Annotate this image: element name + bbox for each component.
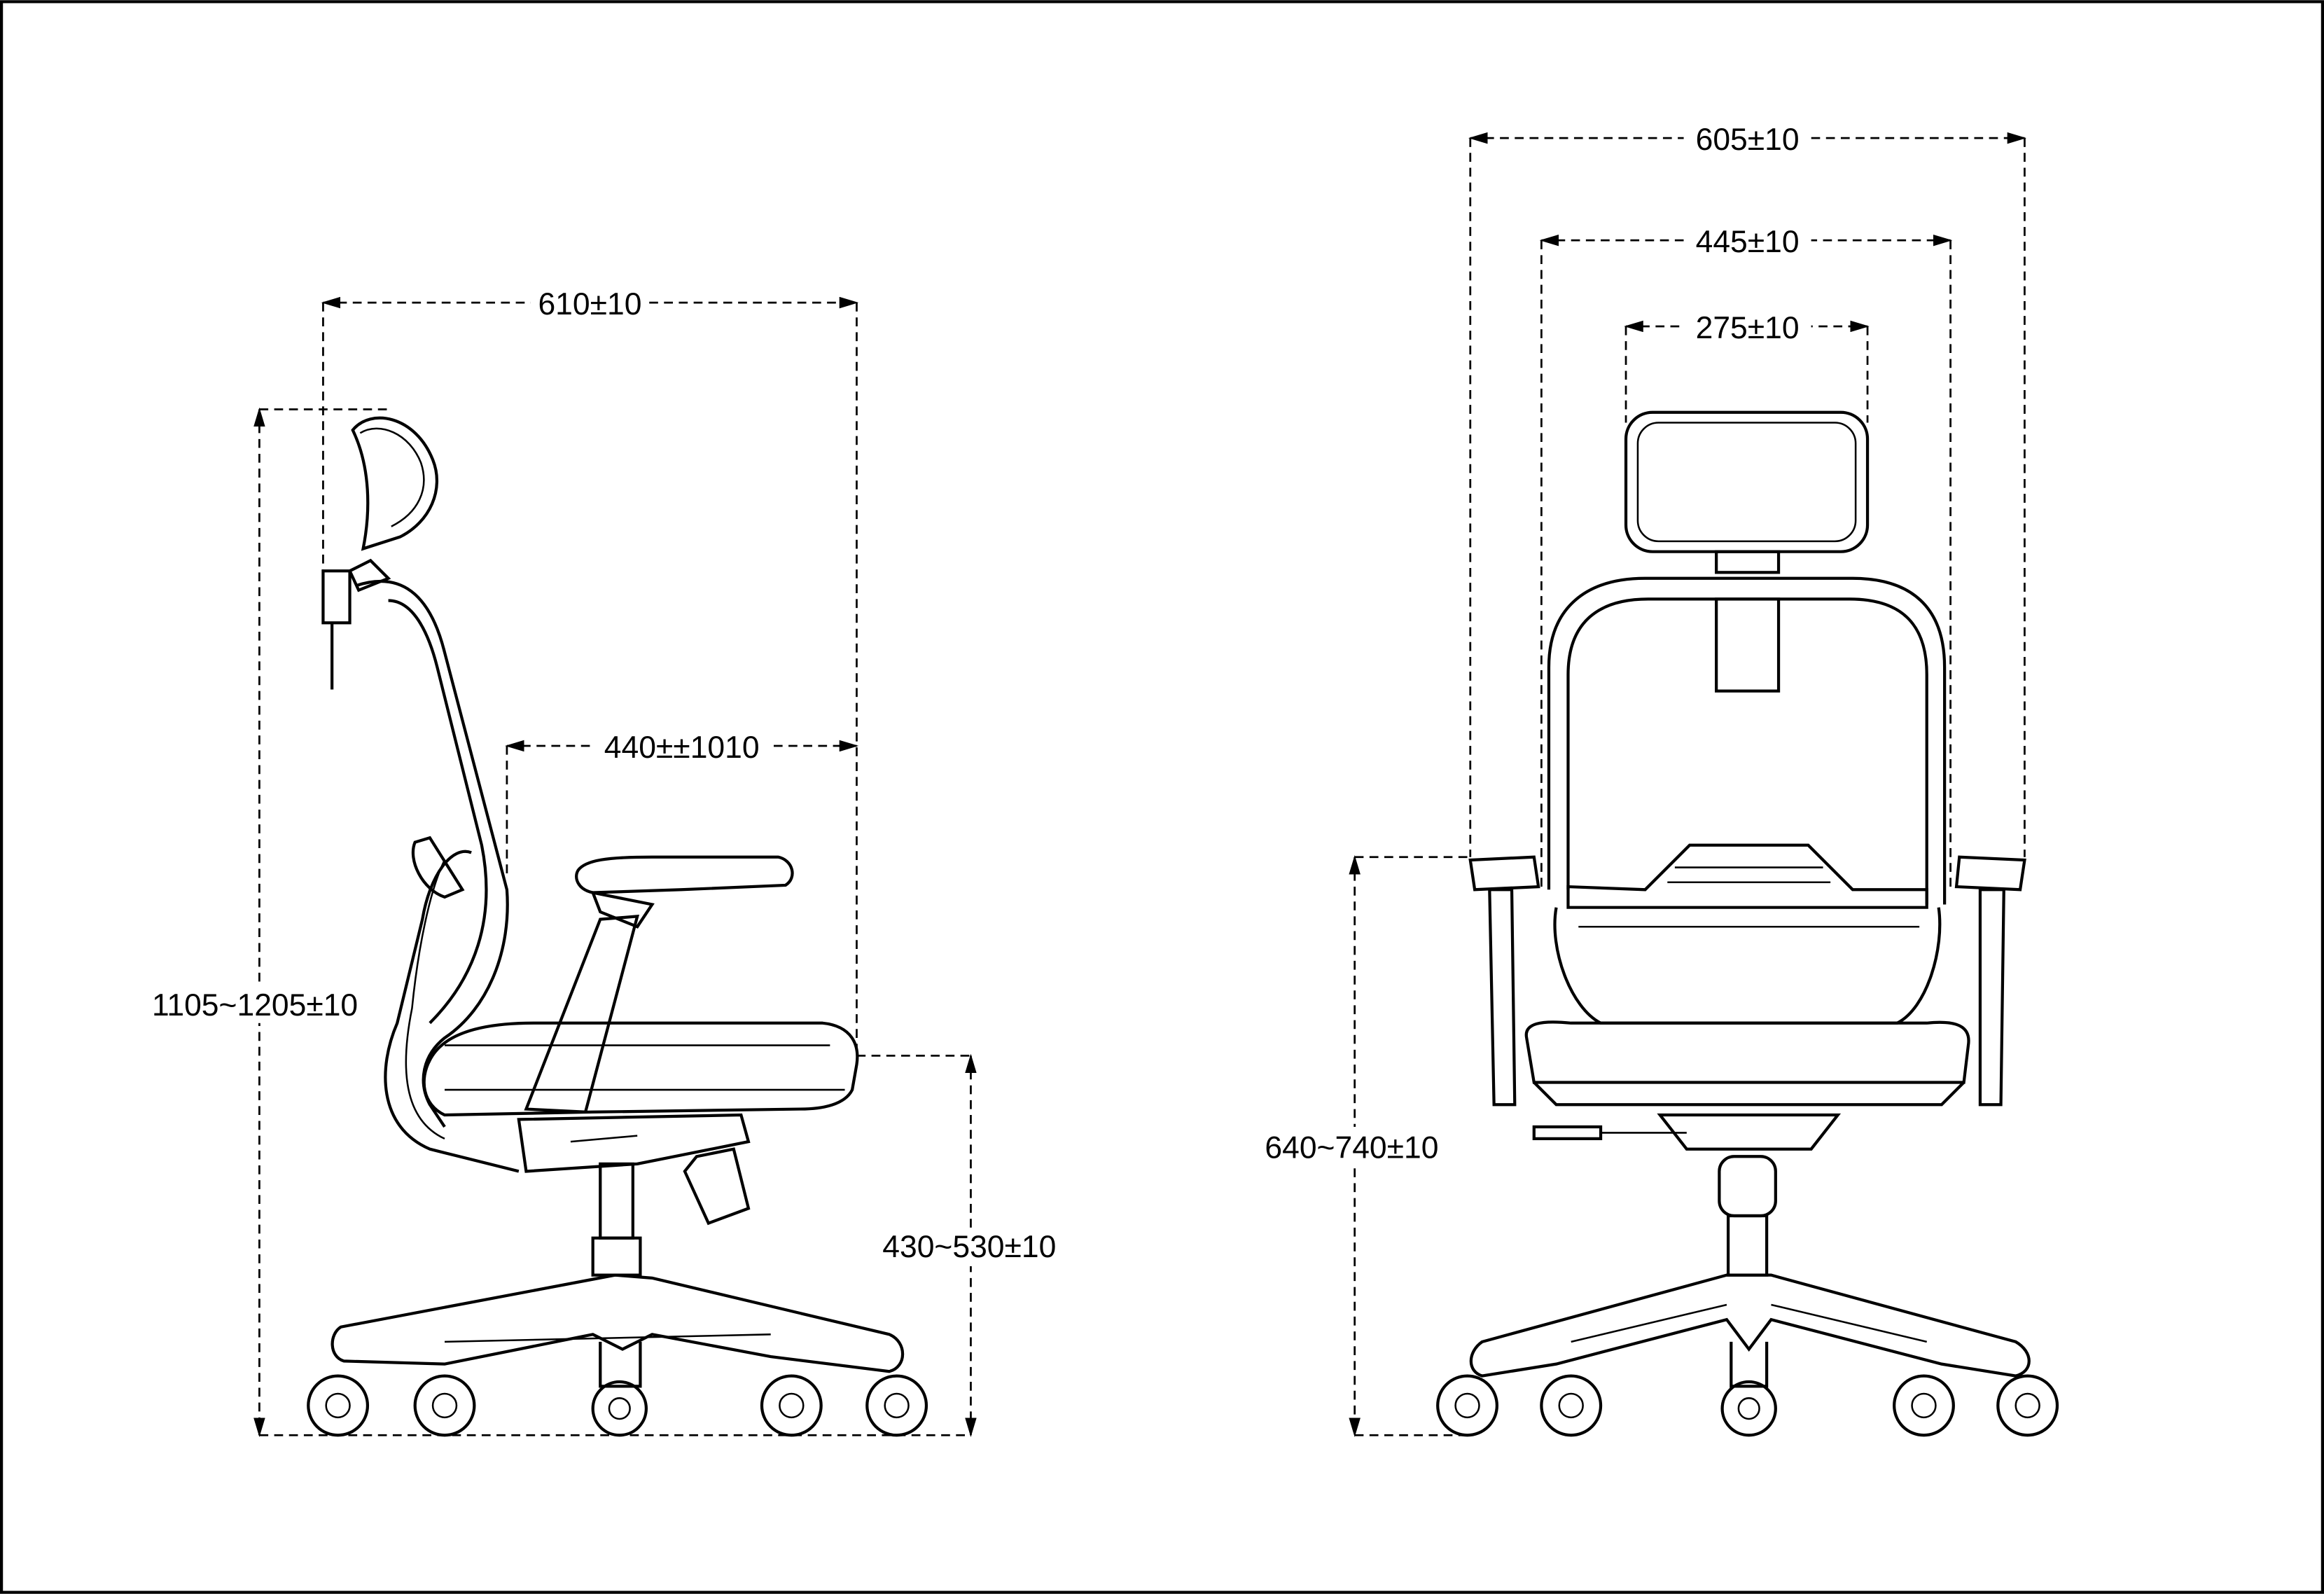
overall-height-label: 1105~1205±10	[152, 988, 358, 1023]
overall-depth-label: 610±10	[538, 287, 641, 321]
armrest-height-label: 640~740±10	[1265, 1130, 1438, 1165]
front-view-dimensions: 605±10 445±10 275±10 640~740±10	[1245, 120, 2027, 1437]
seat-height-label: 430~530±10	[882, 1230, 1056, 1264]
headrest-width-label: 275±10	[1696, 311, 1800, 345]
front-view-chair	[1436, 410, 2059, 1437]
side-view-dimensions: 610±10 1105~1205±10 440±±1010 430~530±10	[136, 284, 1078, 1437]
back-width-label: 445±10	[1696, 225, 1800, 259]
side-view-chair	[307, 416, 928, 1437]
seat-depth-label: 440±±1010	[604, 730, 760, 765]
overall-width-label: 605±10	[1696, 123, 1800, 157]
casters-front	[1436, 1374, 2059, 1437]
